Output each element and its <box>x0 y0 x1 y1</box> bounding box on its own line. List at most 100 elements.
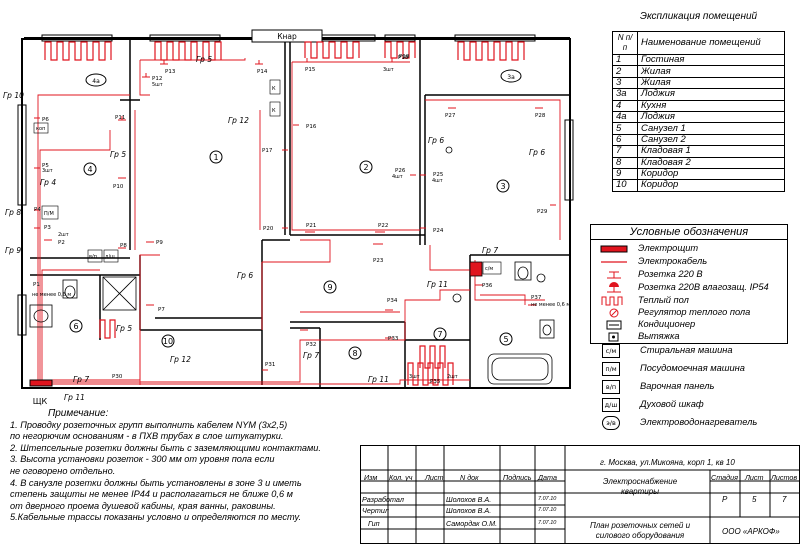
dishwasher-icon: п/м <box>602 362 620 376</box>
svg-text:Гр 6: Гр 6 <box>237 271 253 280</box>
svg-text:К: К <box>272 108 276 114</box>
title-block: г. Москва, ул.Микояна, корп 1, кв 10 Изм… <box>360 445 800 544</box>
svg-text:Р14: Р14 <box>257 69 268 75</box>
drafter-role: Чертил <box>362 506 389 515</box>
sheet-value: 5 <box>752 495 757 504</box>
note-line: 2. Штепсельные розетки должны быть с заз… <box>10 442 321 453</box>
svg-text:Гр 5: Гр 5 <box>116 324 132 333</box>
col-kol: Кол. уч <box>389 473 413 482</box>
svg-text:Р15: Р15 <box>305 67 316 73</box>
svg-text:Р19: Р19 <box>399 54 410 60</box>
knar-label: Кнар <box>277 32 297 41</box>
svg-text:с/м: с/м <box>485 266 493 272</box>
gip-name: Самордак О.М. <box>446 519 498 528</box>
company-name: ООО «АРКОФ» <box>722 527 780 536</box>
note-line: не оговорено отдельно. <box>10 465 116 476</box>
col-stage: Стадия <box>711 473 738 482</box>
svg-text:Р9: Р9 <box>156 240 163 246</box>
svg-text:Гр 5: Гр 5 <box>110 150 126 159</box>
note-line: по негорючим основаниям - в ПХВ трубах в… <box>10 431 284 442</box>
svg-text:Гр 5: Гр 5 <box>196 55 212 64</box>
svg-text:Р23: Р23 <box>373 258 384 264</box>
svg-text:Р35: Р35 <box>430 379 441 385</box>
legend-item: Стиральная машина <box>640 345 733 355</box>
explication-col-n: N п/п <box>612 31 638 55</box>
svg-text:Гр 4: Гр 4 <box>40 178 56 187</box>
shield-symbol-icon <box>600 245 628 253</box>
svg-text:Гр 11: Гр 11 <box>427 280 448 289</box>
svg-text:в/п: в/п <box>89 254 97 260</box>
legend-item: Теплый пол <box>638 295 689 305</box>
svg-text:Р1: Р1 <box>33 282 40 288</box>
legend-item: Кондиционер <box>638 319 696 329</box>
legend-item: Вытяжка <box>638 331 680 341</box>
col-ndok: N док <box>460 473 479 482</box>
svg-text:Гр 11: Гр 11 <box>368 375 389 384</box>
svg-text:2: 2 <box>363 163 368 172</box>
svg-text:Р6: Р6 <box>42 117 49 123</box>
svg-text:Р28: Р28 <box>535 113 546 119</box>
col-date: Дата <box>538 473 557 482</box>
svg-text:Р12: Р12 <box>152 76 162 82</box>
explication-title: Экспликация помещений <box>640 11 758 22</box>
svg-text:Р13: Р13 <box>165 69 176 75</box>
svg-text:Р32: Р32 <box>306 342 316 348</box>
col-podp: Подпись <box>503 473 532 482</box>
col-sheet: Лист <box>745 473 764 482</box>
cable-runs <box>37 58 561 385</box>
legend-item: Электрокабель <box>638 256 708 266</box>
project-name: Электроснабжение квартиры <box>602 477 678 496</box>
svg-text:Гр 10: Гр 10 <box>3 91 24 100</box>
svg-text:Р25: Р25 <box>433 172 444 178</box>
explication-col-name: Наименование помещений <box>637 31 785 55</box>
svg-text:Р27: Р27 <box>445 113 456 119</box>
exhaust-fan-icon <box>608 332 619 342</box>
svg-text:Р29: Р29 <box>537 209 548 215</box>
legend-item: Варочная панель <box>640 381 715 391</box>
note-line: от дверного проема душевой кабины, края … <box>10 500 276 511</box>
svg-text:Р10: Р10 <box>113 184 124 190</box>
svg-text:4шт: 4шт <box>432 178 443 184</box>
svg-text:Р33: Р33 <box>388 336 399 342</box>
svg-text:Р2: Р2 <box>58 240 65 246</box>
col-sheets: Листов <box>771 473 798 482</box>
svg-text:8: 8 <box>352 349 357 358</box>
sockets: Р13 Р14 Р15 Р18 Р12 Р11 Р6 Р5 Р4 Р3 Р2 Р… <box>33 54 556 385</box>
gip-date: 7.07.10 <box>538 520 557 526</box>
svg-text:Гр 8: Гр 8 <box>5 208 21 217</box>
heated-floor-icon <box>601 296 623 306</box>
svg-text:Гр 6: Гр 6 <box>529 148 545 157</box>
drafter-date: 7.07.10 <box>538 507 557 513</box>
svg-text:2шт: 2шт <box>58 232 69 238</box>
address: г. Москва, ул.Микояна, корп 1, кв 10 <box>600 458 735 467</box>
drawing-name: План розеточных сетей и силового оборудо… <box>589 521 691 540</box>
svg-text:Р18: Р18 <box>398 55 409 61</box>
svg-text:9: 9 <box>327 283 332 292</box>
developer-name: Шолохов В.А. <box>446 495 492 504</box>
svg-text:П/М: П/М <box>44 211 54 217</box>
inner-walls <box>30 40 570 388</box>
svg-text:Р11: Р11 <box>115 115 125 121</box>
note-line: 4. В санузле розетки должны быть установ… <box>10 477 302 488</box>
svg-text:Гр 12: Гр 12 <box>228 116 249 125</box>
legend-item: Розетка 220В влагозащ. IP54 <box>638 282 769 292</box>
washing-machine-icon: с/м <box>602 344 620 358</box>
fixtures <box>29 146 555 385</box>
svg-text:Гр 7: Гр 7 <box>73 375 89 384</box>
air-conditioner-icon <box>606 320 622 330</box>
svg-text:3шт: 3шт <box>383 67 394 73</box>
svg-text:не менее 0,6 м: не менее 0,6 м <box>32 292 71 298</box>
svg-text:Р24: Р24 <box>433 228 444 234</box>
gip-role: Гип <box>368 519 380 528</box>
developer-date: 7.07.10 <box>538 496 557 502</box>
svg-text:3шт: 3шт <box>42 168 53 174</box>
svg-text:Гр 11: Гр 11 <box>64 393 85 402</box>
oven-icon: д/ш <box>602 398 620 412</box>
svg-text:4а: 4а <box>92 78 100 85</box>
legend-box: Условные обозначения Электрощит Электрок… <box>590 224 788 344</box>
